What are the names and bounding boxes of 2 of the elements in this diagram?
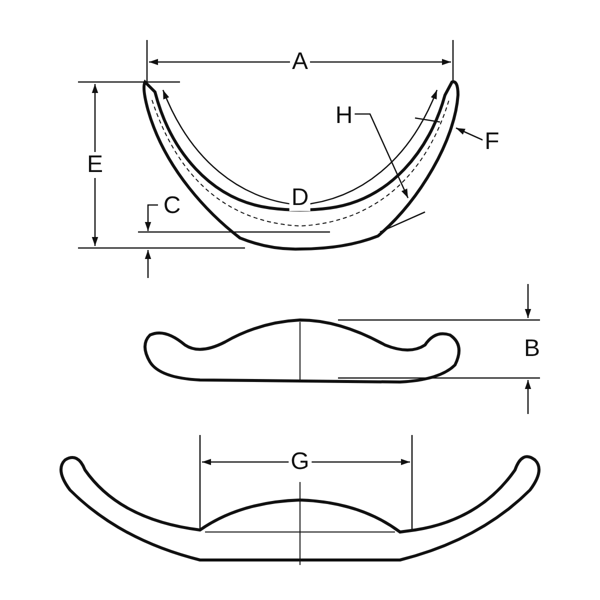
leader-line [456,127,483,141]
leader-line [354,113,409,198]
